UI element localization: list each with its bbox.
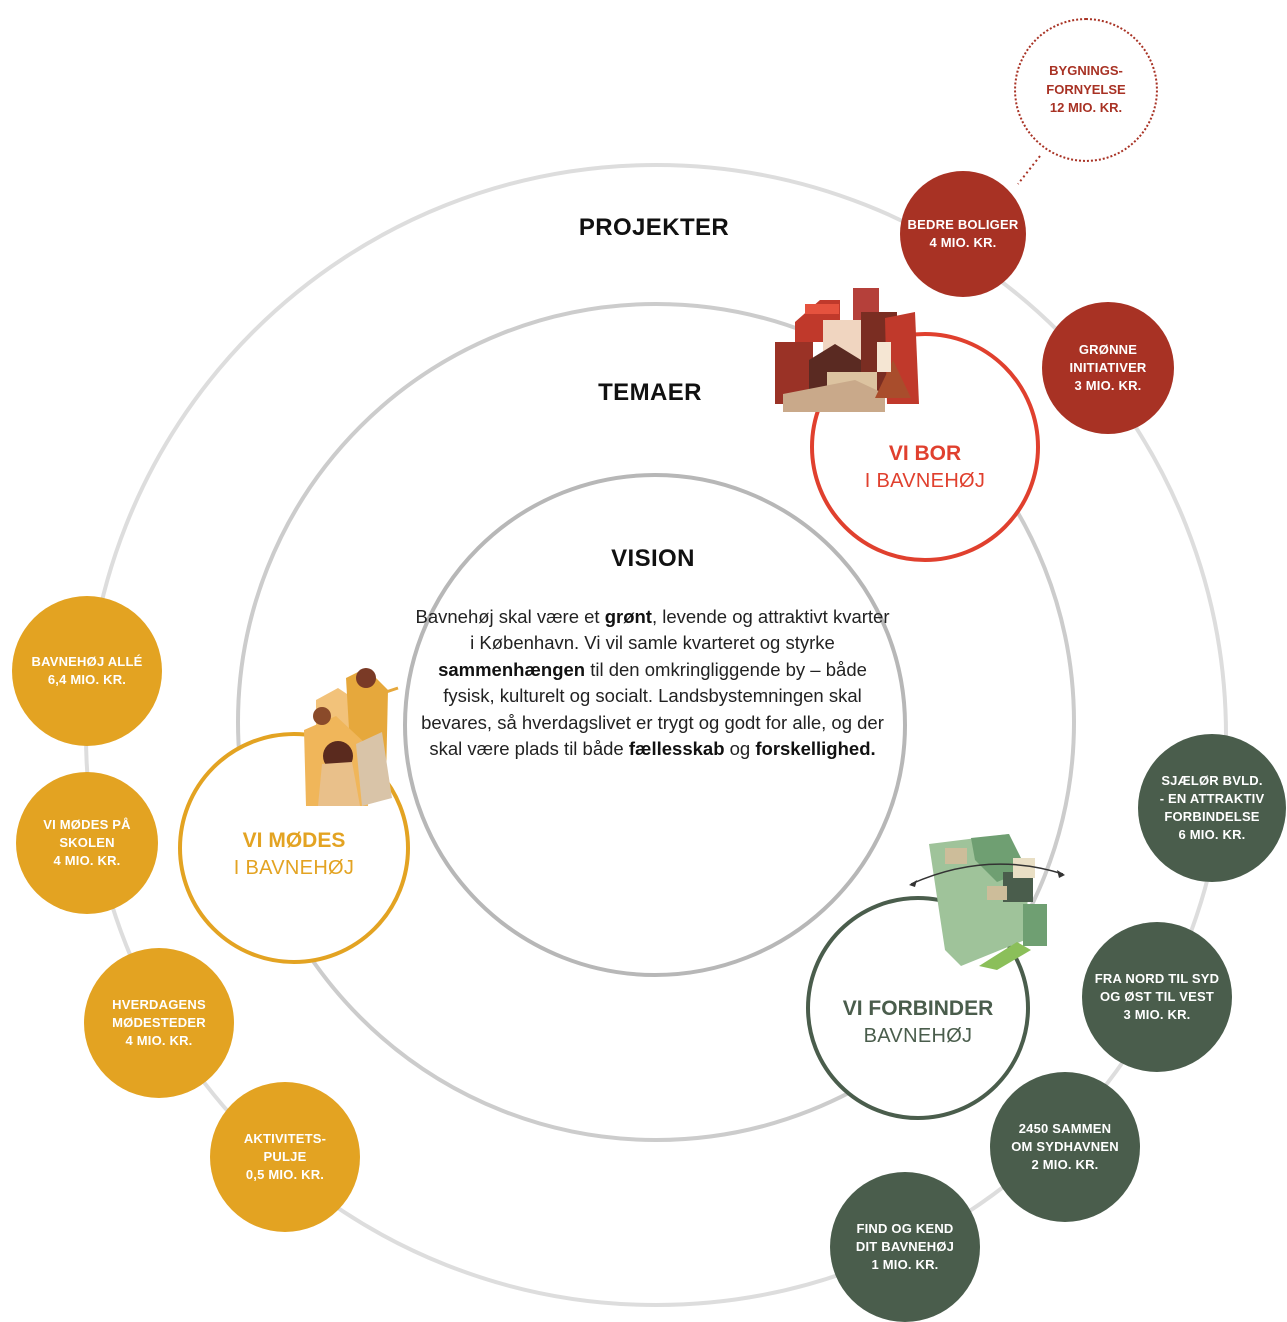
theme-vi-forbinder-sub: BAVNEHØJ bbox=[863, 1024, 973, 1047]
project-bedre-boliger: BEDRE BOLIGER 4 MIO. KR. bbox=[900, 171, 1026, 297]
project-2450-sammen: 2450 SAMMEN OM SYDHAVNEN 2 MIO. KR. bbox=[990, 1072, 1140, 1222]
project-2450-sammen-label: 2450 SAMMEN OM SYDHAVNEN 2 MIO. KR. bbox=[1011, 1121, 1119, 1172]
project-aktivitetspulje-label: AKTIVITETS- PULJE 0,5 MIO. KR. bbox=[243, 1131, 327, 1182]
temaer-label: TEMAER bbox=[598, 379, 702, 406]
project-sjaelor-bvld-label: SJÆLØR BVLD. - EN ATTRAKTIV FORBINDELSE … bbox=[1159, 773, 1265, 842]
project-find-og-kend-label: FIND OG KEND DIT BAVNEHØJ 1 MIO. KR. bbox=[855, 1221, 955, 1272]
project-bygningsfornyelse: BYGNINGS- FORNYELSE 12 MIO. KR. bbox=[1014, 18, 1158, 162]
vision-bold-4: forskellighed. bbox=[755, 738, 876, 760]
vision-title: VISION bbox=[611, 545, 695, 572]
people-illustration-icon bbox=[304, 668, 399, 806]
project-gronne-initiativer: GRØNNE INITIATIVER 3 MIO. KR. bbox=[1042, 302, 1174, 434]
project-bavnehoj-alle: BAVNEHØJ ALLÉ 6,4 MIO. KR. bbox=[12, 596, 162, 746]
project-sjaelor-bvld: SJÆLØR BVLD. - EN ATTRAKTIV FORBINDELSE … bbox=[1138, 734, 1286, 882]
project-fra-nord-til-syd: FRA NORD TIL SYD OG ØST TIL VEST 3 MIO. … bbox=[1082, 922, 1232, 1072]
project-bygningsfornyelse-label: BYGNINGS- FORNYELSE 12 MIO. KR. bbox=[1046, 62, 1126, 116]
vision-text-2: , levende og attraktivt kvarter i Københ… bbox=[470, 606, 890, 654]
inner-ring-vision bbox=[403, 473, 907, 977]
theme-vi-bor-sub: I BAVNEHØJ bbox=[864, 469, 986, 492]
vision-text-4: og bbox=[724, 738, 756, 760]
map-illustration-icon bbox=[909, 834, 1065, 970]
project-gronne-initiativer-label: GRØNNE INITIATIVER 3 MIO. KR. bbox=[1069, 342, 1147, 393]
vision-bold-2: sammenhængen bbox=[438, 658, 586, 680]
theme-vi-forbinder-title: VI FORBINDER bbox=[842, 997, 994, 1021]
vision-statement: Bavnehøj skal være et grønt, levende og … bbox=[415, 604, 890, 763]
vision-bold-1: grønt bbox=[604, 606, 652, 627]
project-hverdagens-modesteder-label: HVERDAGENS MØDESTEDER 4 MIO. KR. bbox=[112, 997, 206, 1048]
project-find-og-kend: FIND OG KEND DIT BAVNEHØJ 1 MIO. KR. bbox=[830, 1172, 980, 1322]
theme-vi-bor-title: VI BOR bbox=[888, 442, 962, 466]
vision-text-3: til den omkringliggende by – både fysisk… bbox=[421, 658, 884, 760]
theme-vi-modes-title: VI MØDES bbox=[242, 829, 346, 853]
projekter-label: PROJEKTER bbox=[578, 214, 730, 241]
project-aktivitetspulje: AKTIVITETS- PULJE 0,5 MIO. KR. bbox=[210, 1082, 360, 1232]
project-hverdagens-modesteder: HVERDAGENS MØDESTEDER 4 MIO. KR. bbox=[84, 948, 234, 1098]
theme-vi-modes: VI MØDES I BAVNEHØJ bbox=[178, 732, 410, 964]
project-bedre-boliger-label: BEDRE BOLIGER 4 MIO. KR. bbox=[907, 217, 1019, 250]
houses-illustration-icon bbox=[775, 288, 919, 412]
vision-text-1: Bavnehøj skal være et bbox=[415, 606, 605, 627]
project-bavnehoj-alle-label: BAVNEHØJ ALLÉ 6,4 MIO. KR. bbox=[31, 654, 143, 687]
middle-ring-temaer bbox=[236, 302, 1076, 1142]
project-fra-nord-til-syd-label: FRA NORD TIL SYD OG ØST TIL VEST 3 MIO. … bbox=[1094, 971, 1220, 1022]
project-vi-modes-paa-skolen: VI MØDES PÅ SKOLEN 4 MIO. KR. bbox=[16, 772, 158, 914]
vision-bold-3: fællesskab bbox=[628, 738, 725, 760]
theme-vi-modes-sub: I BAVNEHØJ bbox=[233, 856, 355, 879]
dotted-connector bbox=[1017, 155, 1041, 185]
project-vi-modes-paa-skolen-label: VI MØDES PÅ SKOLEN 4 MIO. KR. bbox=[43, 817, 131, 868]
